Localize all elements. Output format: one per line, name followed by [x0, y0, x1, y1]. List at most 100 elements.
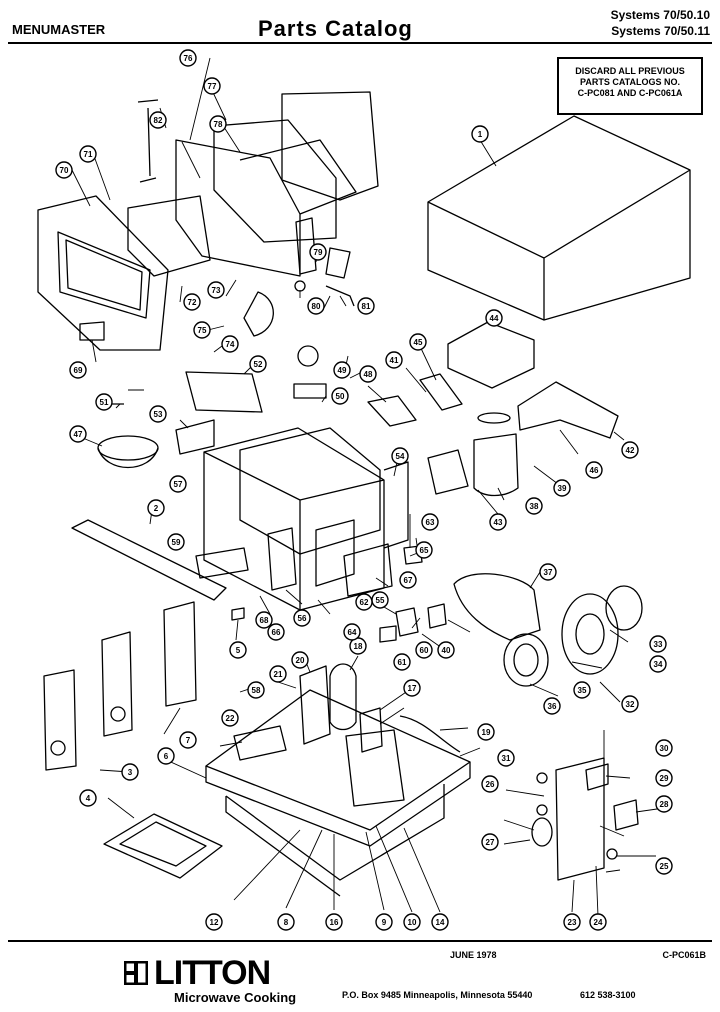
callout-circle [543, 697, 561, 715]
callout-number: 24 [594, 918, 603, 927]
callout-circle [655, 769, 673, 787]
callout-73: 73 [207, 281, 225, 299]
brand-name: MENUMASTER [12, 22, 106, 37]
callout-81: 81 [357, 297, 375, 315]
callout-circle [121, 763, 139, 781]
callout-76: 76 [179, 49, 197, 67]
callout-number: 70 [60, 166, 69, 175]
callout-number: 54 [396, 452, 405, 461]
callout-1: 1 [471, 125, 489, 143]
callout-circle [203, 77, 221, 95]
callout-circle [649, 655, 667, 673]
callout-circle [255, 611, 273, 629]
systems-line-2: Systems 70/50.11 [611, 24, 710, 38]
callout-circle [489, 513, 507, 531]
callout-45: 45 [409, 333, 427, 351]
callout-36: 36 [543, 697, 561, 715]
callout-number: 6 [164, 752, 169, 761]
callout-circle [421, 513, 439, 531]
base-plate [205, 689, 471, 831]
callout-circle [183, 293, 201, 311]
callout-number: 39 [558, 484, 567, 493]
callout-number: 67 [404, 576, 413, 585]
callout-circle [179, 731, 197, 749]
callout-number: 40 [442, 646, 451, 655]
callout-14: 14 [431, 913, 449, 931]
circuit-board [555, 757, 605, 881]
callout-68: 68 [255, 611, 273, 629]
callout-number: 34 [654, 660, 663, 669]
callout-49: 49 [333, 361, 351, 379]
control-panel-1 [43, 669, 77, 771]
callout-circle [79, 789, 97, 807]
callout-number: 48 [364, 370, 373, 379]
callout-number: 17 [408, 684, 417, 693]
callout-number: 26 [486, 780, 495, 789]
callout-circle [585, 461, 603, 479]
callout-number: 3 [128, 768, 133, 777]
callout-42: 42 [621, 441, 639, 459]
callout-circle [481, 775, 499, 793]
company-logo-text: LITTON [154, 954, 271, 992]
footer-rule [8, 940, 712, 942]
callout-circle [267, 623, 285, 641]
callout-circle [393, 653, 411, 671]
callout-number: 77 [208, 82, 217, 91]
callout-59: 59 [167, 533, 185, 551]
callout-number: 74 [226, 340, 235, 349]
callout-number: 82 [154, 116, 163, 125]
page-title: Parts Catalog [258, 16, 413, 41]
callout-47: 47 [69, 425, 87, 443]
callout-circle [357, 297, 375, 315]
company-phone: 612 538-3100 [580, 990, 636, 1000]
callout-circle [307, 297, 325, 315]
callout-37: 37 [539, 563, 557, 581]
callout-number: 65 [420, 546, 429, 555]
callout-30: 30 [655, 739, 673, 757]
callout-25: 25 [655, 857, 673, 875]
callout-21: 21 [269, 665, 287, 683]
callout-61: 61 [393, 653, 411, 671]
systems-line-1: Systems 70/50.10 [610, 8, 710, 22]
callout-62: 62 [355, 593, 373, 611]
callout-number: 44 [490, 314, 499, 323]
callout-circle [69, 361, 87, 379]
callout-circle [205, 913, 223, 931]
callout-number: 12 [210, 918, 219, 927]
callout-number: 10 [408, 918, 417, 927]
callout-number: 25 [660, 862, 669, 871]
callout-number: 22 [226, 714, 235, 723]
callout-number: 73 [212, 286, 221, 295]
callout-circle [277, 913, 295, 931]
callout-4: 4 [79, 789, 97, 807]
callout-circle [293, 609, 311, 627]
callout-number: 64 [348, 628, 357, 637]
callout-26: 26 [481, 775, 499, 793]
callout-number: 53 [154, 410, 163, 419]
callout-circle [655, 739, 673, 757]
callout-number: 38 [530, 502, 539, 511]
callout-number: 18 [354, 642, 363, 651]
callout-35: 35 [573, 681, 591, 699]
litton-logo-icon [124, 961, 148, 985]
callout-number: 45 [414, 338, 423, 347]
callout-circle [333, 361, 351, 379]
callout-number: 36 [548, 702, 557, 711]
callout-circle [229, 641, 247, 659]
callout-number: 63 [426, 518, 435, 527]
callout-63: 63 [421, 513, 439, 531]
catalog-date: JUNE 1978 [450, 950, 497, 960]
callout-number: 46 [590, 466, 599, 475]
discard-notice: DISCARD ALL PREVIOUS PARTS CATALOGS NO. … [557, 57, 703, 115]
callout-8: 8 [277, 913, 295, 931]
callout-circle [415, 541, 433, 559]
callout-number: 66 [272, 628, 281, 637]
callout-71: 71 [79, 145, 97, 163]
notice-line-3: C-PC081 AND C-PC061A [577, 88, 683, 98]
callout-78: 78 [209, 115, 227, 133]
callout-3: 3 [121, 763, 139, 781]
callout-10: 10 [403, 913, 421, 931]
cabinet-wrapper [427, 115, 691, 321]
